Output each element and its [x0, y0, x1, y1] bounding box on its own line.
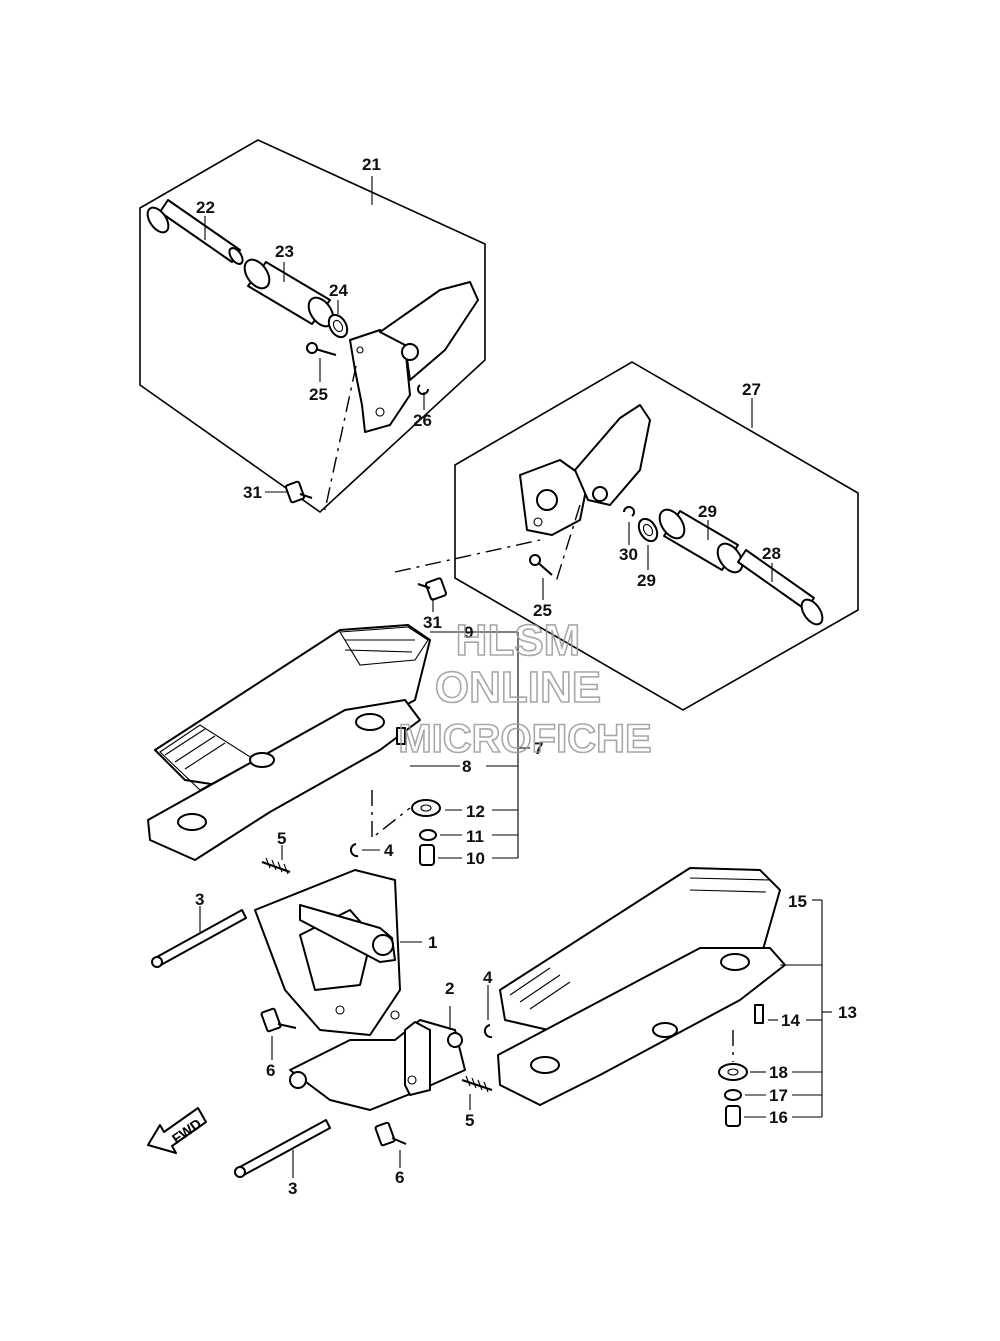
callout-3a: 3 — [195, 890, 204, 909]
bolt-31-left[interactable] — [265, 480, 313, 504]
callout-5b: 5 — [465, 1111, 474, 1130]
pin-3-upper[interactable] — [151, 906, 247, 968]
callout-26: 28 — [762, 544, 781, 563]
fwd-arrow: FWD — [147, 1107, 207, 1154]
callout-30: 30 — [619, 545, 638, 564]
alignment-line-19 — [324, 365, 357, 511]
callout-28: 29 — [637, 571, 656, 590]
footrest-bracket-right[interactable] — [519, 404, 651, 536]
assembly-19-box — [139, 139, 486, 514]
pin-3-lower[interactable] — [234, 1119, 331, 1178]
alignment-line-25b — [554, 504, 581, 586]
watermark-line-1: HLSM — [456, 616, 581, 665]
footboard-ridges-right — [509, 877, 771, 1010]
bolt-10[interactable] — [419, 844, 462, 866]
callout-31a: 31 — [243, 483, 262, 502]
callout-21: 23 — [275, 242, 294, 261]
bolt-8[interactable] — [396, 727, 460, 767]
callout-9: 9 — [464, 623, 473, 642]
footboard-right[interactable] — [497, 867, 786, 1106]
alignment-line-left — [371, 790, 411, 840]
peg-rubber-27[interactable] — [655, 505, 748, 577]
washer-22[interactable] — [325, 300, 351, 340]
callout-16: 16 — [769, 1108, 788, 1127]
callout-22: 24 — [329, 281, 348, 300]
watermark-line-2: ONLINE — [435, 663, 601, 712]
watermark-line-3: MICROFICHE — [398, 717, 651, 761]
pin-23[interactable] — [306, 342, 337, 382]
watermark: HLSM ONLINE MICROFICHE — [398, 615, 653, 762]
footboard-ridges-left — [164, 639, 415, 770]
callout-15: 15 — [788, 892, 807, 911]
callout-24: 26 — [413, 411, 432, 430]
callout-20: 22 — [196, 198, 215, 217]
callout-29: 25 — [533, 601, 552, 620]
callout-6a: 6 — [266, 1061, 275, 1080]
callout-1: 1 — [428, 933, 437, 952]
callout-10: 10 — [466, 849, 485, 868]
footrest-bracket-left[interactable] — [349, 281, 479, 433]
pin-29[interactable] — [529, 554, 553, 600]
bolt-31-right[interactable] — [417, 577, 448, 612]
callout-labels: 21 22 23 24 25 26 31 27 29 28 30 29 25 3… — [195, 155, 857, 1198]
callout-2: 2 — [445, 979, 454, 998]
washer-12[interactable] — [411, 799, 462, 817]
callout-27: 29 — [698, 502, 717, 521]
callout-4b: 4 — [483, 968, 493, 987]
bolt-16[interactable] — [725, 1105, 766, 1127]
bolt-6-upper[interactable] — [260, 1007, 297, 1060]
pin-26[interactable] — [737, 549, 827, 628]
callout-4a: 4 — [384, 841, 394, 860]
alignment-line-25a — [394, 539, 541, 573]
callout-7: 7 — [534, 739, 543, 758]
callout-14: 14 — [781, 1011, 800, 1030]
callout-18: 18 — [769, 1063, 788, 1082]
callout-12: 12 — [466, 802, 485, 821]
callout-6b: 6 — [395, 1168, 404, 1187]
clip-30[interactable] — [623, 506, 635, 545]
bolt-14[interactable] — [754, 1004, 778, 1024]
callout-5a: 5 — [277, 829, 286, 848]
callout-19: 21 — [362, 155, 381, 174]
clip-4-lower[interactable] — [483, 985, 493, 1039]
washer-11[interactable] — [419, 829, 462, 841]
bracket-line-13 — [780, 899, 832, 1118]
footboard-left[interactable] — [147, 624, 431, 861]
callout-3b: 3 — [288, 1179, 297, 1198]
bracket-line-7 — [430, 631, 530, 859]
callout-8: 8 — [462, 757, 471, 776]
bolt-6-lower[interactable] — [374, 1121, 407, 1168]
bracket-1[interactable] — [254, 869, 422, 1036]
callout-17: 17 — [769, 1086, 788, 1105]
assembly-25-box — [454, 361, 859, 711]
callout-31b: 31 — [423, 613, 442, 632]
callout-25: 27 — [742, 380, 761, 399]
callout-13: 13 — [838, 1003, 857, 1022]
callout-23: 25 — [309, 385, 328, 404]
washer-18[interactable] — [718, 1063, 766, 1081]
peg-rubber-21[interactable] — [240, 255, 339, 331]
spring-5-upper[interactable] — [261, 845, 291, 875]
callout-11: 11 — [466, 827, 484, 846]
clip-4-upper[interactable] — [349, 843, 380, 858]
washer-28[interactable] — [635, 516, 661, 570]
washer-17[interactable] — [724, 1089, 766, 1101]
pin-20[interactable] — [143, 199, 245, 266]
clip-24[interactable] — [417, 384, 429, 410]
bracket-2[interactable] — [289, 1006, 466, 1111]
spring-5-lower[interactable] — [461, 1075, 493, 1110]
